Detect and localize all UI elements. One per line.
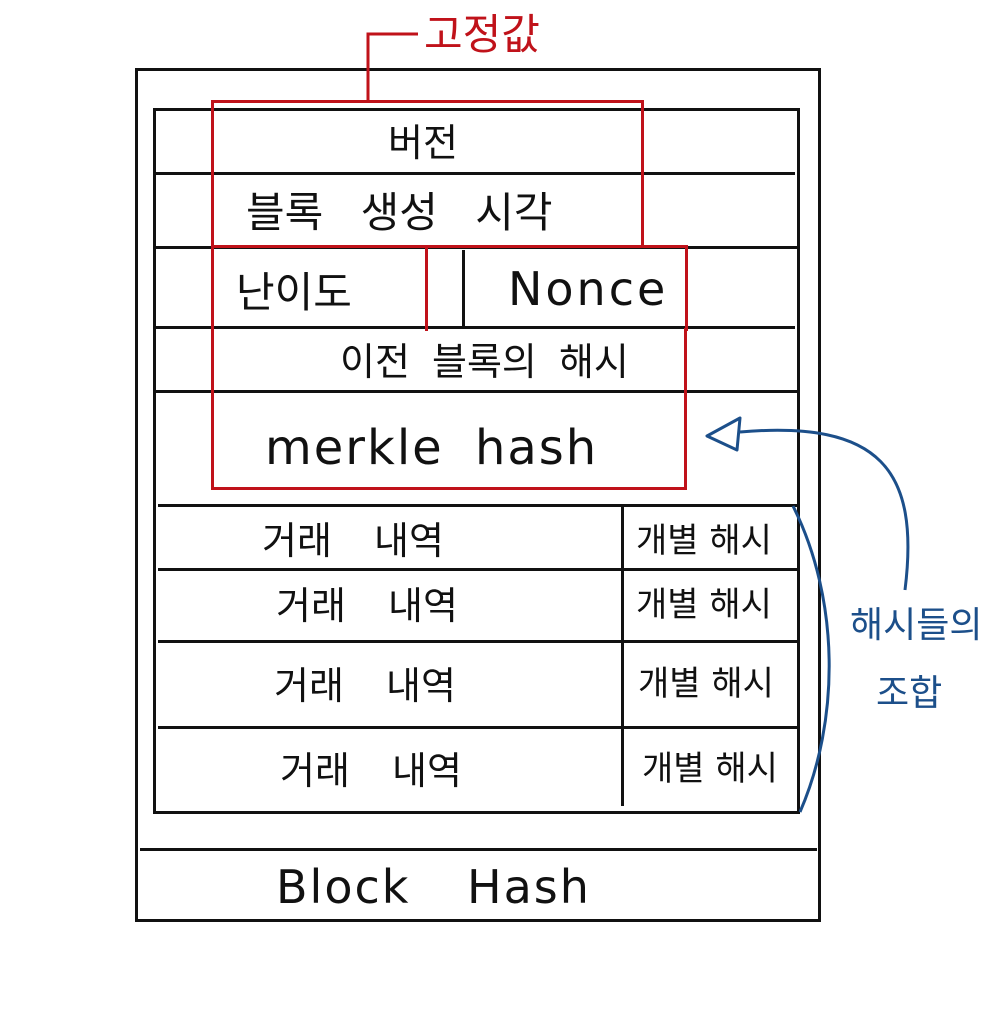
transaction-hash: 개별 해시 <box>636 585 772 625</box>
transaction-hash: 개별 해시 <box>636 521 772 561</box>
block-created-time-label: 블록 생성 시각 <box>246 188 553 237</box>
row-divider <box>155 390 797 393</box>
row-divider <box>158 726 798 729</box>
row-divider <box>158 504 798 507</box>
block-frame <box>135 68 821 922</box>
transaction-record: 거래 내역 <box>276 584 458 628</box>
difficulty-nonce-divider <box>462 250 465 326</box>
transaction-record: 거래 내역 <box>262 519 444 563</box>
red-box-left-edge <box>211 245 214 331</box>
row-divider <box>158 640 798 643</box>
hash-combination-label-line1: 해시들의 <box>850 605 983 646</box>
nonce-label: Nonce <box>508 262 669 316</box>
difficulty-label: 난이도 <box>236 268 352 317</box>
block-hash-divider <box>140 848 817 851</box>
block-hash-label: Block Hash <box>276 860 591 914</box>
transaction-record: 거래 내역 <box>280 749 462 793</box>
hash-combination-bracket <box>791 505 831 813</box>
hash-combination-arrow <box>739 428 910 591</box>
prev-block-hash-label: 이전 블록의 해시 <box>340 340 629 384</box>
arrow-head-icon <box>705 416 742 452</box>
transaction-hash: 개별 해시 <box>642 749 778 789</box>
transaction-hash-divider <box>621 506 624 806</box>
nonce-highlight-box <box>425 245 688 331</box>
transaction-hash: 개별 해시 <box>638 664 774 704</box>
version-label: 버전 <box>388 121 458 165</box>
block-header-box <box>153 108 800 814</box>
row-divider <box>155 326 795 329</box>
fixed-value-leader-line <box>366 32 418 102</box>
hash-combination-label-line2: 조합 <box>876 673 943 714</box>
fixed-value-label: 고정값 <box>424 10 540 59</box>
row-divider <box>155 172 795 175</box>
row-divider <box>158 568 798 571</box>
merkle-hash-label: merkle hash <box>265 420 599 476</box>
fixed-value-box-bottom <box>211 328 687 490</box>
transaction-record: 거래 내역 <box>274 664 456 708</box>
